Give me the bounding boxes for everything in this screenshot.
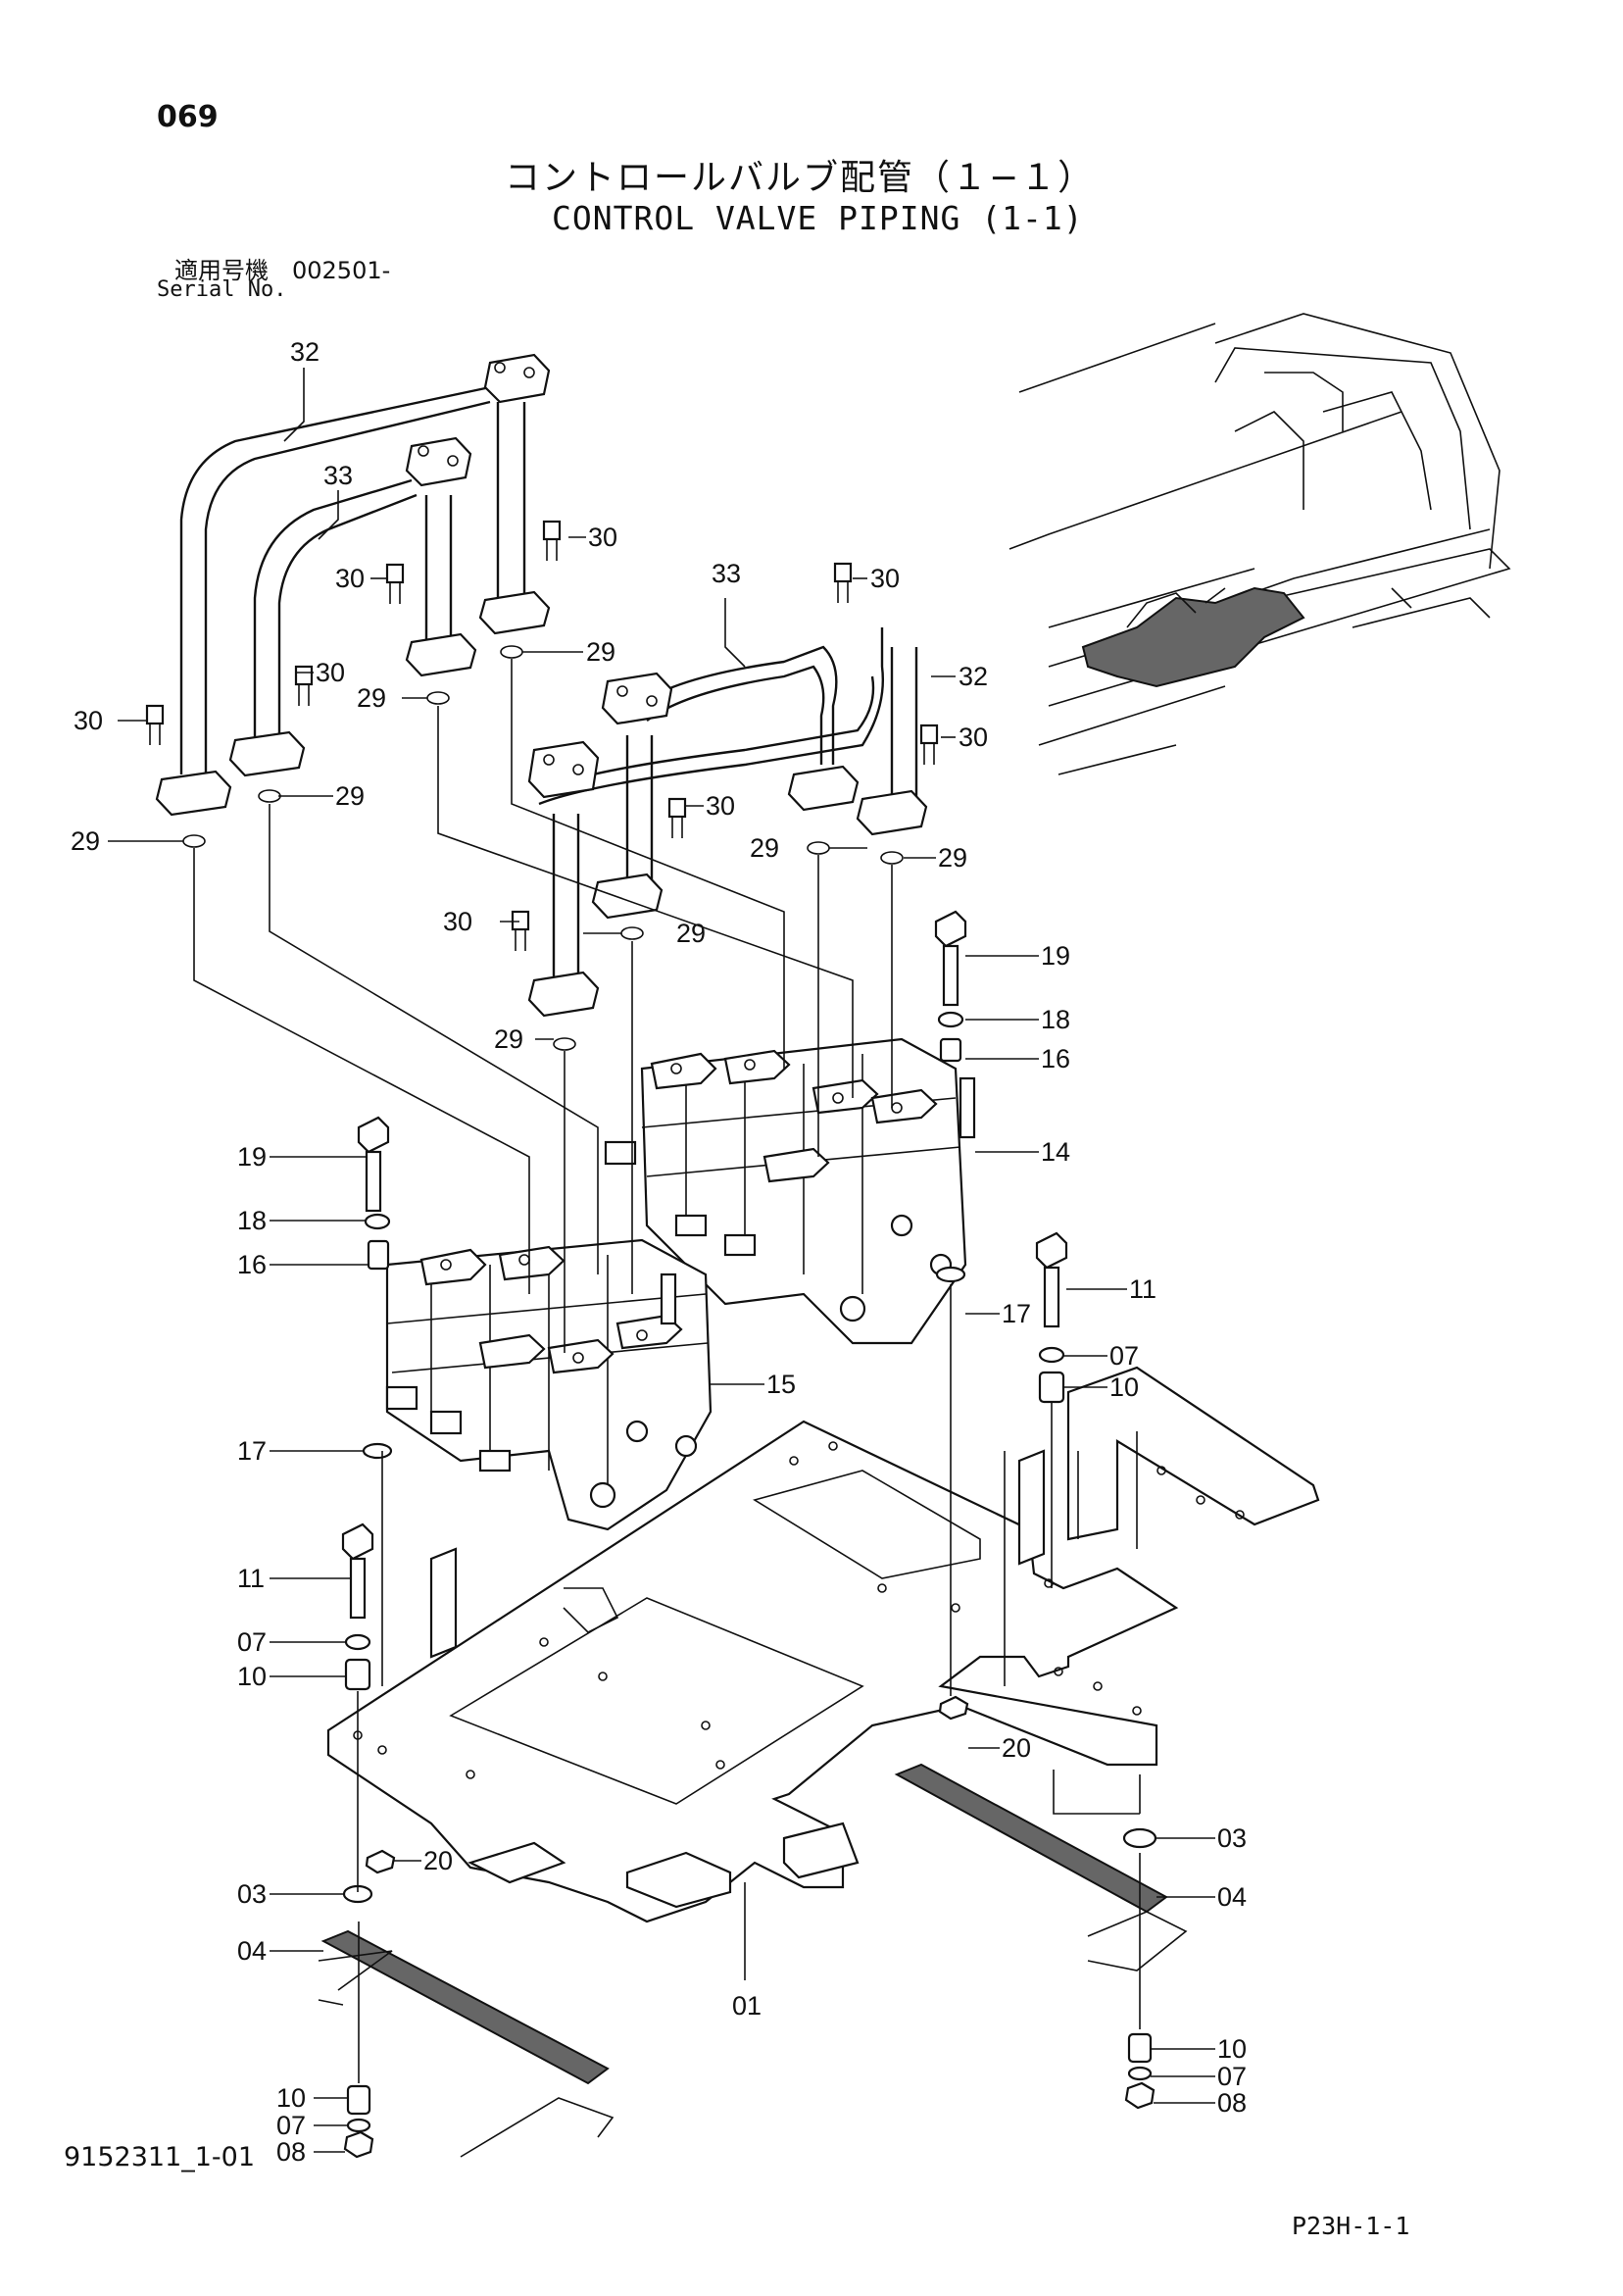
callout-04: 04 [237,1936,267,1966]
callout-30: 30 [335,564,365,593]
callout-29: 29 [750,833,779,863]
callout-30: 30 [706,791,735,821]
callout-19: 19 [237,1142,267,1172]
serial-label-japanese: 適用号機 002501- [174,257,391,284]
callout-19: 19 [1041,941,1070,971]
callout-18: 18 [237,1206,267,1235]
callout-32: 32 [959,662,988,691]
serial-label-english: Serial No. [157,277,287,302]
page-code: P23H-1-1 [1292,2212,1410,2240]
callout-16: 16 [237,1250,267,1279]
callout-10: 10 [237,1662,267,1691]
callout-33: 33 [712,559,741,588]
callout-30: 30 [588,523,617,552]
callout-10: 10 [1217,2034,1247,2064]
callout-01: 01 [732,1991,762,2021]
callout-07: 07 [1217,2062,1247,2091]
page-title-japanese: コントロールバルブ配管（１−１） [505,158,1096,198]
callout-29: 29 [938,843,967,873]
pipe-assembly-right [527,627,928,1018]
callout-18: 18 [1041,1005,1070,1034]
callout-29: 29 [357,683,386,713]
callout-leaders [108,368,1215,2153]
callout-30: 30 [74,706,103,735]
callout-16: 16 [1041,1044,1070,1073]
callout-03: 03 [1217,1823,1247,1853]
callout-08: 08 [1217,2088,1247,2118]
page-number: 069 [157,100,219,134]
callout-29: 29 [494,1024,523,1054]
callout-11: 11 [1129,1274,1156,1304]
callout-29: 29 [586,637,615,667]
callout-29: 29 [676,919,706,948]
callout-29: 29 [71,826,100,856]
base-plate-01 [326,1366,1320,1923]
callout-20: 20 [423,1846,453,1875]
callout-numbers: 32 33 30 30 30 30 29 29 29 29 33 30 32 3… [71,337,1247,2167]
callout-30: 30 [316,658,345,687]
callout-30: 30 [959,723,988,752]
drawing-number: 9152311_1-01 [64,2142,256,2172]
callout-10: 10 [1109,1373,1139,1402]
callout-29: 29 [335,781,365,811]
callout-15: 15 [766,1370,796,1399]
callout-17: 17 [1002,1299,1031,1328]
callout-07: 07 [276,2111,306,2140]
callout-30: 30 [443,907,472,936]
mounting-hardware-left [318,1116,615,2159]
callout-03: 03 [237,1879,267,1909]
callout-04: 04 [1217,1882,1247,1912]
callout-10: 10 [276,2083,306,2113]
callout-30: 30 [870,564,900,593]
callout-07: 07 [237,1627,267,1657]
callout-33: 33 [323,461,353,490]
control-valve-15 [385,1238,713,1531]
mounting-hardware-right [894,910,1188,2110]
machine-outline [1008,313,1511,775]
callout-08: 08 [276,2137,306,2167]
callout-14: 14 [1041,1137,1070,1167]
leader-lines [193,659,1140,1815]
pipe-assembly-left [155,353,551,817]
callout-32: 32 [290,337,320,367]
callout-17: 17 [237,1436,267,1466]
callout-07: 07 [1109,1341,1139,1371]
callout-11: 11 [237,1564,265,1593]
callout-20: 20 [1002,1733,1031,1763]
control-valve-14 [604,1037,976,1345]
bolt-30-set [145,520,939,951]
page-title-english: CONTROL VALVE PIPING (1-1) [552,199,1084,237]
